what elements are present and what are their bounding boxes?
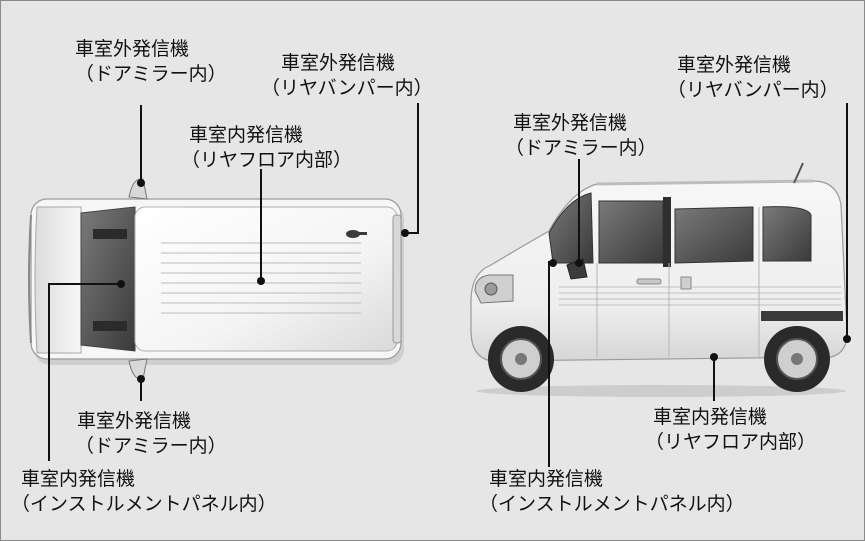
label-line2: （ドアミラー内） — [75, 63, 227, 85]
side-view-car — [470, 162, 848, 397]
leader-lines-side-view — [548, 103, 848, 467]
label-line1: 車室外発信機 — [513, 112, 628, 134]
label-side-mirror: 車室外発信機 （ドアミラー内） — [505, 111, 657, 161]
top-view-car — [28, 178, 404, 380]
label-line1: 車室内発信機 — [21, 468, 136, 490]
label-line1: 車室内発信機 — [653, 406, 768, 428]
label-line2: （ドアミラー内） — [75, 435, 227, 457]
label-line2: （ドアミラー内） — [505, 137, 657, 159]
label-line2: （インストルメントパネル内） — [479, 493, 745, 515]
leader-dots-side-view — [549, 259, 851, 361]
label-line2: （リヤフロア内部） — [645, 431, 817, 453]
label-top-rear-floor: 車室内発信機 （リヤフロア内部） — [181, 123, 352, 173]
label-line2: （リヤフロア内部） — [181, 149, 353, 171]
label-line1: 車室内発信機 — [189, 124, 304, 146]
label-side-rear-bumper: 車室外発信機 （リヤバンパー内） — [667, 53, 839, 103]
label-line1: 車室外発信機 — [77, 410, 192, 432]
label-side-rear-floor: 車室内発信機 （リヤフロア内部） — [645, 405, 816, 455]
label-line2: （リヤバンパー内） — [261, 77, 433, 99]
label-line1: 車室内発信機 — [489, 468, 604, 490]
label-top-instrument-panel: 車室内発信機 （インストルメントパネル内） — [11, 467, 277, 517]
label-line1: 車室外発信機 — [281, 52, 396, 74]
leader-lines-top-view — [48, 103, 419, 461]
leader-dots-top-view — [117, 179, 409, 383]
label-line1: 車室外発信機 — [75, 38, 190, 60]
label-line1: 車室外発信機 — [677, 54, 792, 76]
label-line2: （インストルメントパネル内） — [11, 493, 277, 515]
label-top-mirror-lower: 車室外発信機 （ドアミラー内） — [75, 409, 227, 459]
label-line2: （リヤバンパー内） — [667, 79, 839, 101]
label-top-mirror-upper: 車室外発信機 （ドアミラー内） — [75, 37, 227, 87]
label-side-instrument-panel: 車室内発信機 （インストルメントパネル内） — [479, 467, 745, 517]
label-top-rear-bumper: 車室外発信機 （リヤバンパー内） — [261, 51, 433, 101]
